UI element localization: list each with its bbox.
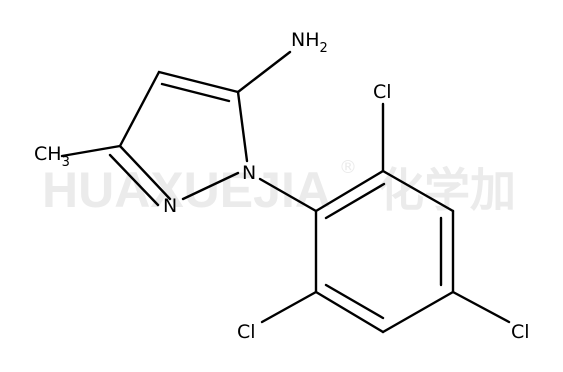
atom-label-cl-right: Cl [511, 321, 530, 343]
bond-ar4-ar5 [381, 290, 455, 334]
bond-c3-n2 [118, 144, 172, 201]
atom-label-n1: N [242, 162, 256, 184]
bond-n1-aryl [258, 177, 318, 213]
watermark-latin: HUAXUEJIA [42, 162, 331, 218]
atom-label-n2: N [163, 195, 177, 217]
bond-c3-ch3 [60, 144, 122, 158]
bond-n2-n1 [181, 171, 240, 201]
bond-c3-n2-inner [108, 153, 160, 207]
bond-ar2-ar3 [381, 169, 455, 213]
atom-label-cl-left: Cl [237, 321, 256, 343]
bond-c4-c3 [118, 70, 161, 148]
atom-label-cl-top: Cl [373, 81, 392, 103]
bond-n1-c5 [236, 90, 249, 163]
bond-ar5-ar6 [314, 290, 385, 334]
atom-label-ch3: CH3 [34, 143, 70, 170]
bond-c5-c4-inner [160, 82, 231, 103]
bond-ar4-cl-right [451, 290, 511, 324]
bond-ar6-cl-left [260, 290, 318, 324]
bond-ar1-ar2-inner [324, 182, 386, 220]
bond-ar1-ar2 [314, 169, 385, 213]
bond-c5-c4 [157, 70, 240, 94]
atom-label-nh2: NH2 [291, 29, 328, 56]
bond-c5-nh2 [236, 50, 292, 94]
watermark-registered: ® [339, 157, 357, 178]
bond-ar5-ar6-inner [324, 283, 385, 320]
